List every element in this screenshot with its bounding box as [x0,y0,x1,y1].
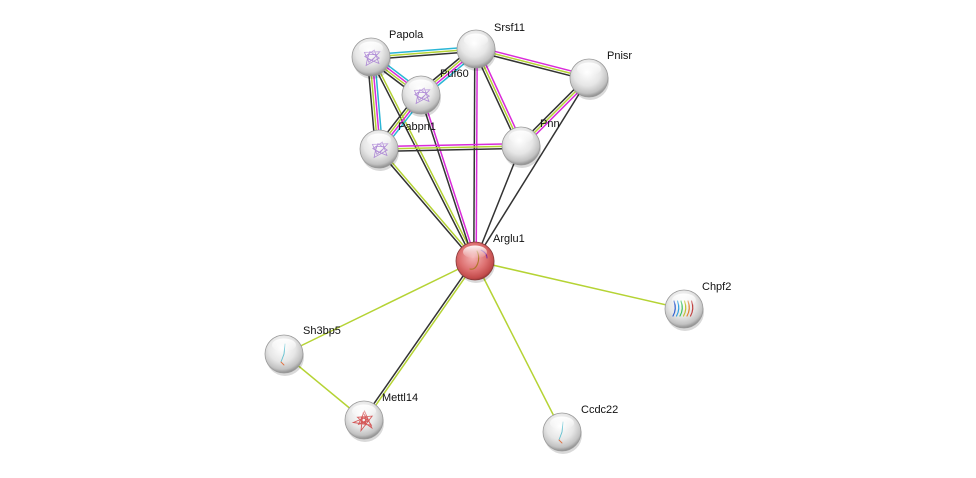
edge-srsf11-pnisr[interactable] [475,45,590,82]
node-highlight [367,133,391,147]
edge-arglu1-ccdc22[interactable] [474,260,563,433]
edge-line-text-mining [364,261,477,422]
node-ccdc22[interactable]: Ccdc22 [542,404,618,454]
edge-line-coexpression [475,50,589,82]
node-label: Pnn [540,118,560,130]
edge-papola-arglu1[interactable] [369,56,477,262]
edge-arglu1-chpf2[interactable] [474,260,685,310]
edges-layer [283,45,685,433]
edge-arglu1-mettl14[interactable] [362,259,477,422]
node-puf60[interactable]: Puf60 [401,68,469,117]
edge-line-experimental [378,142,521,148]
node-label: Srsf11 [494,22,525,34]
node-highlight [359,41,383,55]
node-highlight [577,62,601,76]
edge-line-text-mining [371,56,477,261]
node-pnn[interactable]: Pnn [501,118,560,168]
node-label: Arglu1 [493,233,525,245]
node-highlight [464,33,488,47]
node-highlight [509,130,533,144]
edge-line-text-mining [474,260,685,310]
node-label: Pabpn1 [398,121,436,133]
edge-pnn-arglu1[interactable] [474,145,522,262]
node-sh3bp5[interactable]: Sh3bp5 [264,325,341,376]
edge-pabpn1-pnn[interactable] [378,142,522,153]
edge-line-experimental [421,94,477,261]
node-label: Papola [389,29,424,41]
edge-line-coexpression [474,77,590,262]
edge-line-coexpression [369,57,475,262]
edge-line-coexpression [379,147,522,153]
node-papola[interactable]: Papola [351,29,424,79]
node-srsf11[interactable]: Srsf11 [456,22,525,71]
edge-line-coexpression [473,48,476,261]
edge-line-coexpression [419,95,475,262]
node-label: Ccdc22 [581,404,618,416]
edge-line-text-mining [283,260,476,355]
node-highlight [463,245,487,259]
node-arglu1[interactable]: Arglu1 [455,233,525,283]
node-label: Sh3bp5 [303,325,341,337]
edge-line-text-mining [475,48,590,79]
node-pnisr[interactable]: Pnisr [569,50,632,100]
edge-line-experimental [475,49,478,262]
node-highlight [352,404,376,418]
node-highlight [272,338,296,352]
edge-line-coexpression [474,145,522,262]
edge-arglu1-sh3bp5[interactable] [283,260,476,355]
node-label: Puf60 [440,68,469,80]
edge-line-coexpression [377,149,475,263]
edge-line-experimental [476,45,590,77]
node-label: Mettl14 [382,392,418,404]
node-label: Chpf2 [702,281,731,293]
node-chpf2[interactable]: Chpf2 [664,281,731,331]
edge-puf60-arglu1[interactable] [419,94,477,262]
edge-line-text-mining [378,145,522,150]
edge-pnisr-arglu1[interactable] [474,77,590,262]
node-highlight [409,79,433,93]
edge-line-coexpression [362,259,475,420]
node-mettl14[interactable]: Mettl14 [344,392,418,442]
node-label: Pnisr [607,50,632,62]
node-pabpn1[interactable]: Pabpn1 [359,121,436,171]
node-highlight [550,416,574,430]
edge-line-text-mining [379,147,477,261]
node-highlight [672,293,696,307]
edge-line-text-mining [474,260,563,433]
edge-pabpn1-arglu1[interactable] [377,147,477,263]
edge-srsf11-arglu1[interactable] [473,48,478,262]
